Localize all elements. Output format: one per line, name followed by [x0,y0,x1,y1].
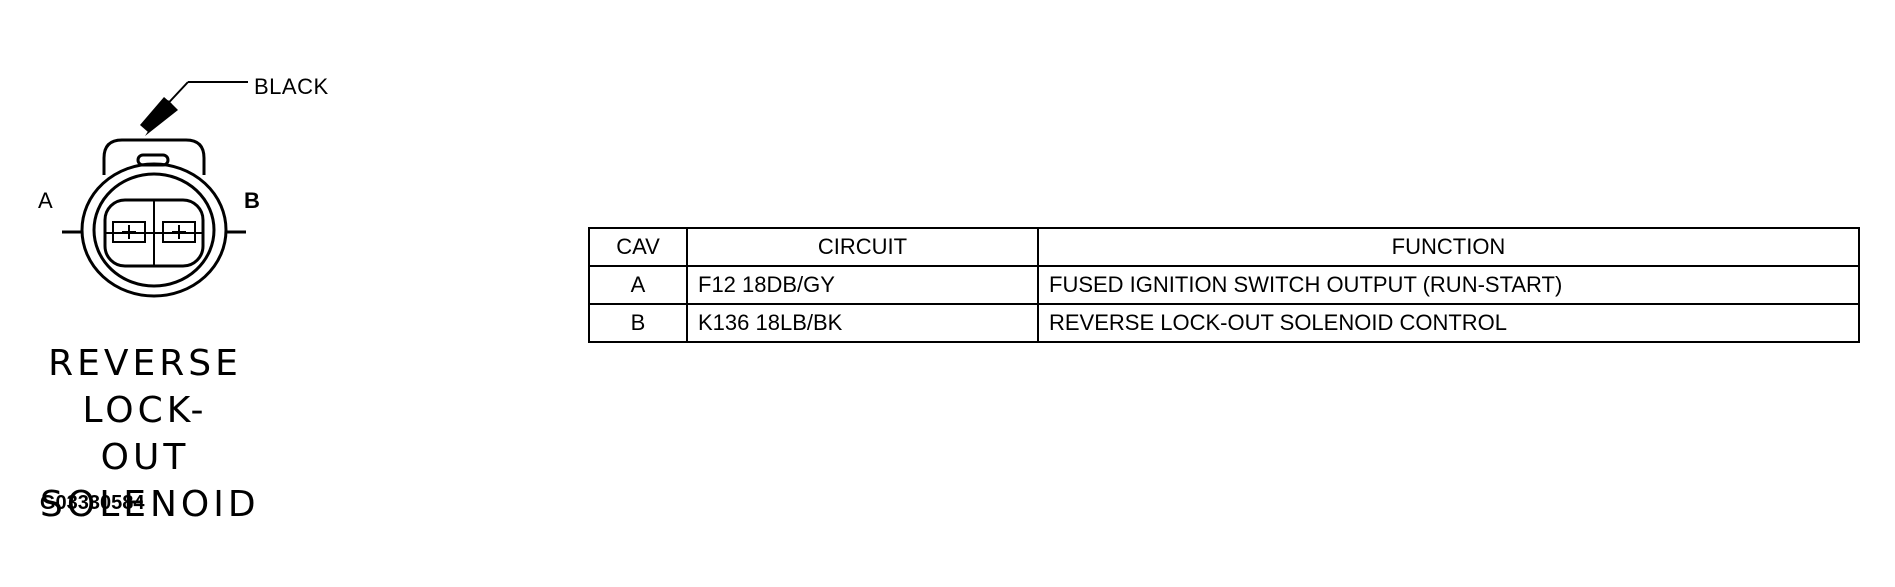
table-header-row: CAV CIRCUIT FUNCTION [588,227,1860,267]
table-row: A F12 18DB/GY FUSED IGNITION SWITCH OUTP… [588,265,1860,305]
connector-drawing [62,81,248,298]
black-leader-arrow [140,81,248,136]
connector-title-line-3: SOLENOID [40,484,260,525]
header-circuit: CIRCUIT [686,227,1039,267]
row-circuit: F12 18DB/GY [686,265,1039,305]
header-cav: CAV [588,227,688,267]
pinout-table: CAV CIRCUIT FUNCTION A F12 18DB/GY FUSED… [588,227,1860,343]
header-function: FUNCTION [1037,227,1860,267]
connector-cavities [105,200,203,266]
row-cav: A [588,265,688,305]
pin-b-label: B [244,188,260,213]
row-cav: B [588,303,688,343]
row-function: FUSED IGNITION SWITCH OUTPUT (RUN-START) [1037,265,1860,305]
connector-latch [102,138,206,175]
connector-title: REVERSE LOCK-OUT SOLENOID [40,340,260,528]
row-function: REVERSE LOCK-OUT SOLENOID CONTROL [1037,303,1860,343]
connector-title-line-2: LOCK-OUT [82,390,208,478]
pin-a-label: A [38,188,53,213]
figure-id: G03330584 [40,492,145,514]
row-circuit: K136 18LB/BK [686,303,1039,343]
connector-title-line-1: REVERSE [48,343,242,384]
connector-color-label: BLACK [254,74,329,99]
table-row: B K136 18LB/BK REVERSE LOCK-OUT SOLENOID… [588,303,1860,343]
